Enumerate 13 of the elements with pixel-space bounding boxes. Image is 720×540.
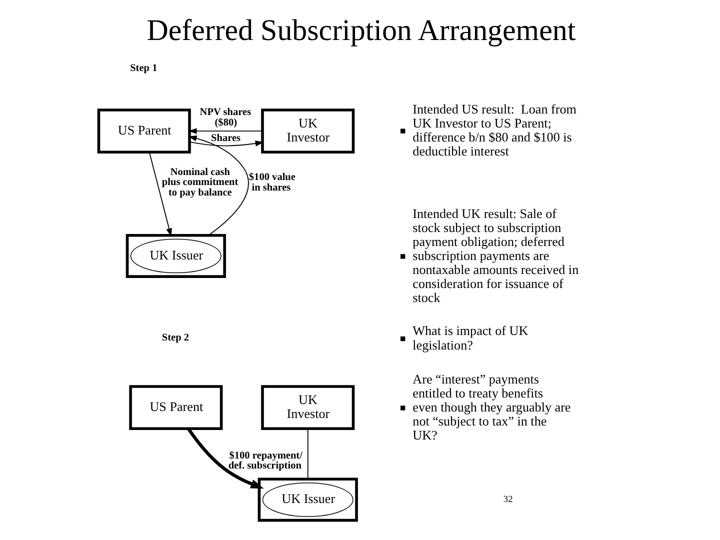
edge-label: $100 repayment/ def. subscription — [228, 450, 302, 472]
label: What is impact of UK legislation? — [412, 323, 528, 352]
edge-label: $100 value in shares — [248, 172, 295, 194]
edge-label: Nominal cash plus commitment to pay balance — [161, 166, 238, 198]
label: Step 1 — [130, 62, 157, 74]
label: 32 — [502, 495, 512, 506]
edge-label: NPV shares ($80) — [199, 106, 251, 128]
label: Are “interest” payments entitled to treaty benefits even though they arguably are not “subject to tax” in the UK? — [412, 371, 570, 443]
label: Intended US result: Loan from UK Investor to US Parent; difference b/n $80 and $100 is deductible interest — [412, 101, 576, 159]
label: Intended UK result: Sale of stock subject to subscription payment obligation; deferred subscription payments are nontaxable amounts received in consideration for issuance of stock — [412, 206, 578, 305]
diagram-title: Deferred Subscription Arrangement — [146, 14, 576, 47]
edge-label: Shares — [210, 133, 240, 144]
label: Step 2 — [161, 332, 189, 344]
